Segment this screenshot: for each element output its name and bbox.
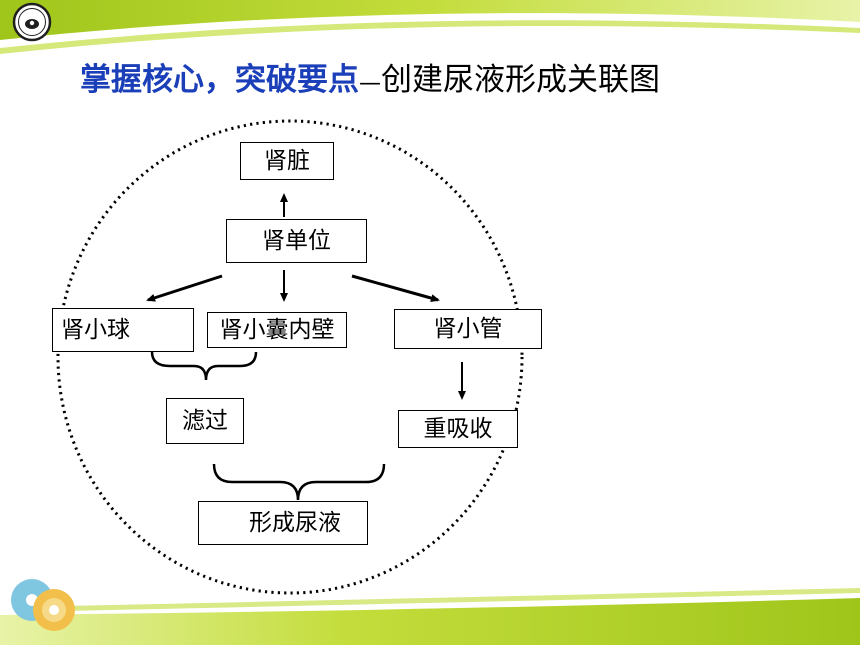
page-title: 掌握核心，突破要点—创建尿液形成关联图 <box>80 58 660 102</box>
node-nephron: 肾单位 <box>226 219 367 263</box>
node-filtration: 滤过 <box>166 398 244 444</box>
node-capsule-wall: 肾小囊内壁 <box>207 312 347 348</box>
title-rest: 创建尿液形成关联图 <box>381 62 660 98</box>
school-logo-icon <box>12 2 52 42</box>
title-highlight: 掌握核心，突破要点 <box>80 62 359 98</box>
top-banner-thin <box>0 20 860 55</box>
title-dash: — <box>359 71 381 96</box>
node-kidney: 肾脏 <box>240 142 334 180</box>
node-glomerulus: 肾小球 <box>52 308 194 352</box>
cd-discs-icon <box>11 579 75 631</box>
node-urine-formation: 形成尿液 <box>198 501 368 545</box>
node-tubule: 肾小管 <box>394 309 542 349</box>
top-banner <box>0 0 860 40</box>
bottom-banner <box>0 598 860 645</box>
node-reabsorption: 重吸收 <box>398 410 518 448</box>
bottom-banner-thin <box>60 588 860 611</box>
